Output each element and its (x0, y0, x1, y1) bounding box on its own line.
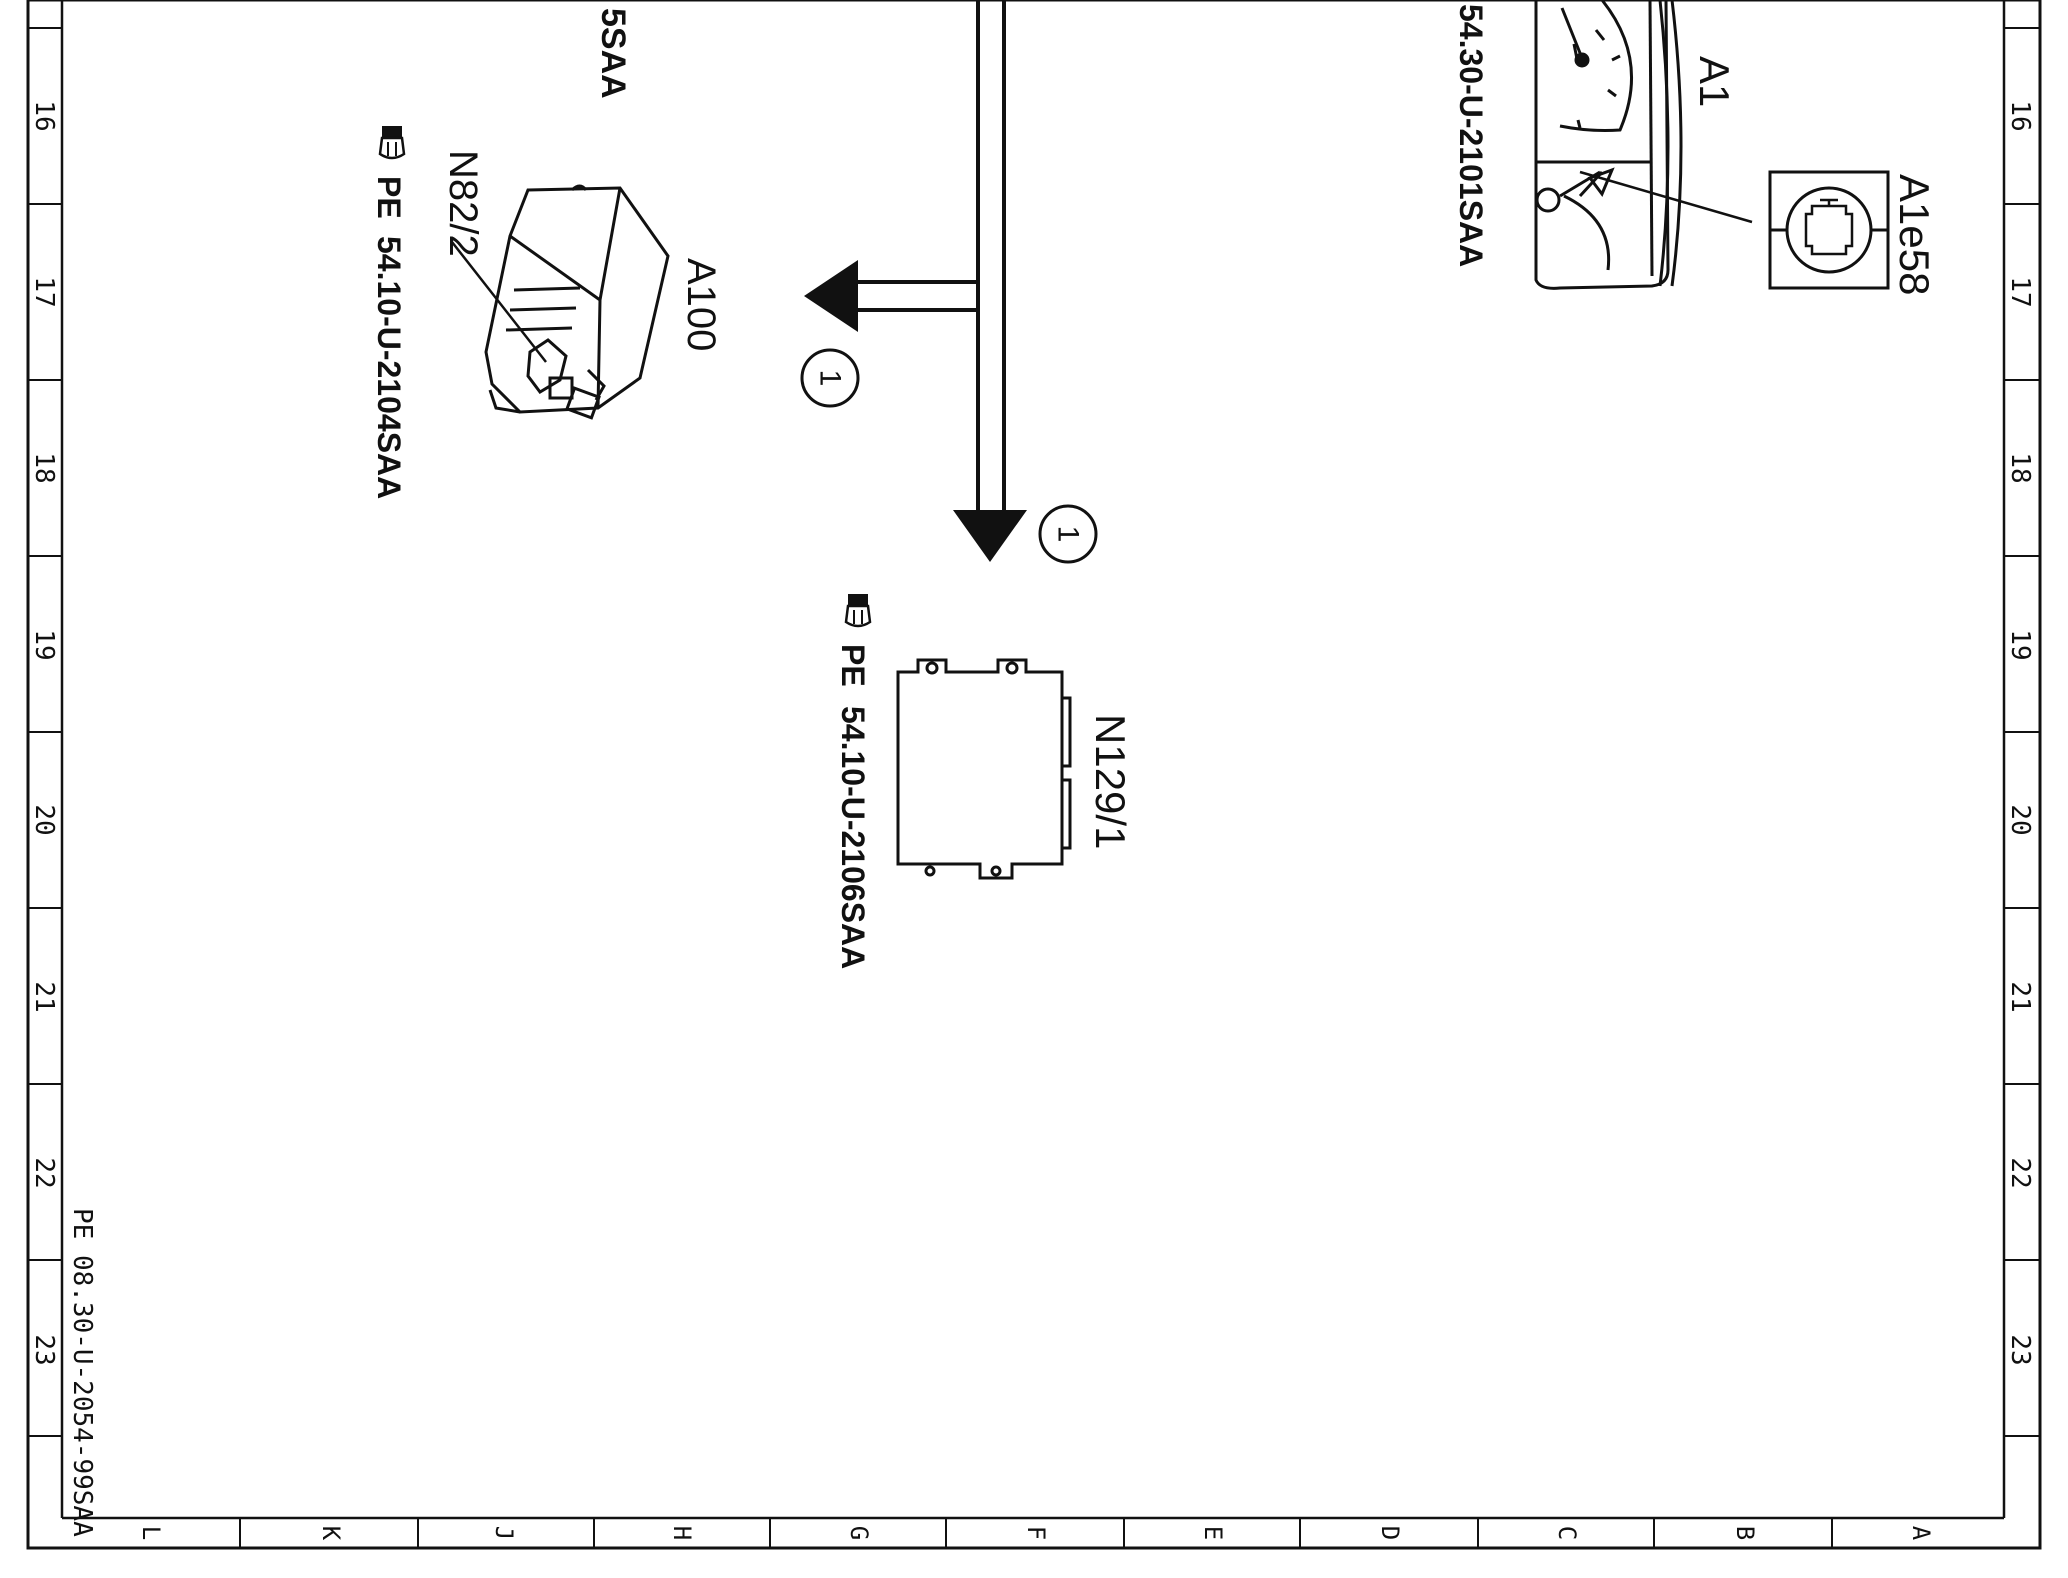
column-label: A (1907, 1526, 1935, 1541)
column-label: E (1199, 1526, 1227, 1540)
row-label: 23 (2005, 1334, 2035, 1365)
document-reference: PE 08.30-U-2054-99SAA (67, 1208, 97, 1537)
row-label: 16 (2005, 100, 2035, 131)
drawing-frame (26, 0, 2042, 1550)
engine-warning-icon (1768, 170, 1890, 290)
row-labels-left: 16 17 18 19 20 21 22 23 (29, 100, 59, 1365)
row-label: 18 (29, 452, 59, 483)
row-label: 19 (2005, 629, 2035, 660)
pointing-hand-icon (844, 594, 872, 628)
component-a1: A1 54.30-U-2101SAA (1453, 0, 1753, 290)
row-tick-marks (28, 27, 2040, 1437)
component-a100: A100 N82/2 PE 54.10-U-2104SAA (371, 126, 723, 499)
pointing-hand-icon (378, 126, 406, 160)
a1e58-designation: A1e58 (1891, 174, 1938, 295)
a100-housing-drawing (484, 184, 670, 420)
arrow-left-icon (804, 260, 858, 332)
row-label: 21 (2005, 981, 2035, 1012)
row-label: 19 (29, 629, 59, 660)
row-label: 17 (2005, 276, 2035, 307)
column-label: D (1376, 1526, 1404, 1540)
a100-ref-prefix: PE (371, 176, 407, 219)
row-label: 16 (29, 100, 59, 131)
connector-marker-label: 1 (814, 370, 847, 387)
row-label: 21 (29, 981, 59, 1012)
row-label: 23 (29, 1334, 59, 1365)
n129-1-designation: N129/1 (1087, 714, 1134, 849)
column-label: F (1022, 1526, 1050, 1540)
connector-marker-label: 1 (1052, 526, 1085, 543)
row-label: 20 (29, 804, 59, 835)
n129-1-ref-prefix: PE (835, 644, 871, 687)
column-label: L (137, 1526, 165, 1540)
n129-housing-drawing (896, 658, 1072, 880)
a1-cluster-drawing (1534, 0, 1683, 290)
n129-1-ref-code: 54.10-U-2106SAA (835, 706, 871, 969)
wire-harness (804, 0, 1027, 562)
column-label: C (1553, 1526, 1581, 1540)
connector-marker-down: 1 (1038, 504, 1098, 564)
row-label: 18 (2005, 452, 2035, 483)
column-labels: L K J H G F E D C B A (137, 1526, 1935, 1541)
a1-ref-code: 54.30-U-2101SAA (1453, 4, 1489, 267)
row-label: 17 (29, 276, 59, 307)
column-label: G (845, 1526, 873, 1540)
row-label: 22 (29, 1157, 59, 1188)
row-label: 20 (2005, 804, 2035, 835)
column-label: H (668, 1526, 696, 1540)
a100-designation: A100 (679, 258, 723, 351)
a1-designation: A1 (1691, 56, 1738, 107)
component-n129-1: N129/1 PE 54.10-U-2106SAA (835, 594, 1134, 969)
column-tick-marks (239, 1518, 1833, 1548)
column-label: B (1731, 1526, 1759, 1540)
row-label: 22 (2005, 1157, 2035, 1188)
connector-marker-left: 1 (800, 348, 860, 408)
row-labels-right: 16 17 18 19 20 21 22 23 (2005, 100, 2035, 1365)
n82-2-designation: N82/2 (441, 150, 485, 257)
column-label: J (490, 1526, 518, 1540)
a100-ref-code: 54.10-U-2104SAA (371, 236, 407, 499)
arrow-down-icon (953, 510, 1027, 562)
component-a1e58: A1e58 (1768, 170, 1938, 295)
column-label: K (317, 1526, 345, 1541)
cut-off-reference: 5SAA (594, 8, 632, 99)
